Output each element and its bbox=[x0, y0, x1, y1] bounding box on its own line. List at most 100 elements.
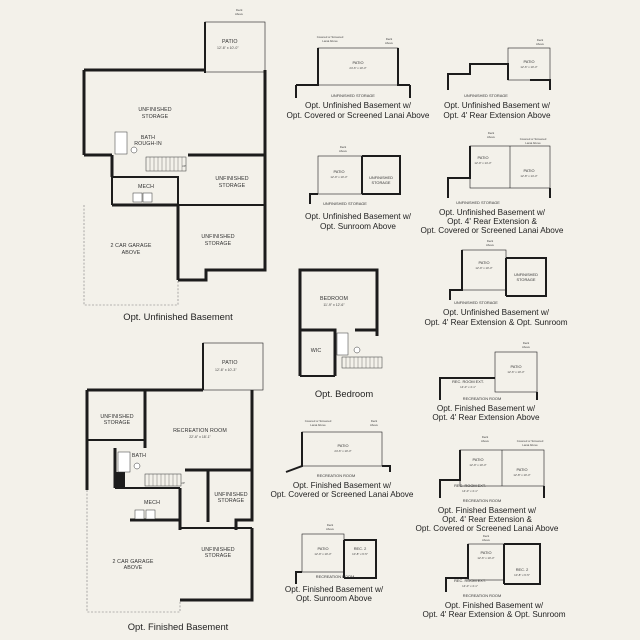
patio-dimensions: 24'-6" x 10'-3" bbox=[349, 66, 366, 70]
room-label: RECREATION ROOM bbox=[317, 473, 355, 478]
variant-unfinished-ext-lanai: PATIO 12'-9" x 14'-3" PATIO 12'-8" x 14'… bbox=[421, 131, 564, 235]
wall bbox=[397, 48, 410, 86]
room-label: RECREATION ROOM bbox=[316, 574, 354, 579]
storage-label: UNFINISHED bbox=[514, 272, 538, 277]
patio-dimensions: 12'-9" x 14'-3" bbox=[474, 161, 491, 165]
deck-note-2: Above bbox=[481, 439, 489, 443]
variant-caption: Opt. Unfinished Basement w/ bbox=[305, 212, 412, 221]
room-label: REC. ROOM EXT. bbox=[454, 483, 486, 488]
patio-dimensions: 12'-8" x 10'-3" bbox=[513, 473, 530, 477]
variant-caption: Opt. Unfinished Basement w/ bbox=[439, 208, 546, 217]
variant-caption: Opt. Covered or Screened Lanai Above bbox=[287, 111, 430, 120]
storage-label: UNFINISHED bbox=[369, 175, 393, 180]
variant-caption: Opt. Sunroom Above bbox=[320, 222, 396, 231]
variant-caption: Opt. Finished Basement w/ bbox=[293, 481, 392, 490]
wall bbox=[309, 193, 318, 204]
room-label: UNFINISHED STORAGE bbox=[454, 300, 498, 305]
storage-label: UNFINISHED bbox=[201, 547, 234, 553]
deck-note-2: Above bbox=[370, 423, 378, 427]
patio-outline bbox=[202, 342, 264, 391]
bath-label: BATH bbox=[132, 453, 146, 459]
storage-label: STORAGE bbox=[372, 180, 391, 185]
deck-note-2: Above bbox=[326, 527, 334, 531]
lanai-note: Covered or Screened bbox=[305, 419, 332, 423]
patio-dimensions: 12'-9" x 10'-3" bbox=[475, 266, 492, 270]
room-dimensions: 10'-8" x 6'-5" bbox=[352, 552, 368, 556]
storage-label: UNFINISHED bbox=[138, 107, 171, 113]
plan-caption: Opt. Finished Basement bbox=[128, 621, 229, 632]
variant-caption: Opt. Unfinished Basement w/ bbox=[443, 308, 550, 317]
tub-icon bbox=[114, 131, 128, 155]
bedroom-dimensions: 11'-9" x 12'-6" bbox=[323, 303, 345, 307]
patio-dimensions: 24'-6" x 10'-3" bbox=[334, 449, 351, 453]
patio-label: PATIO bbox=[333, 169, 344, 174]
deck-note: Deck bbox=[537, 38, 544, 42]
lanai-note-2: Lanai Above bbox=[525, 141, 541, 145]
room-dimensions: 14'-0" x 4'-1" bbox=[462, 584, 478, 588]
room-label: UNFINISHED STORAGE bbox=[323, 201, 367, 206]
sunroom-walls bbox=[504, 543, 541, 585]
furnace-icon bbox=[142, 192, 153, 203]
deck-note-2: Above bbox=[536, 42, 544, 46]
variant-caption: Opt. 4' Rear Extension & bbox=[447, 217, 537, 226]
room-dimensions: 14'-0" x 4'-1" bbox=[460, 385, 476, 389]
variant-finished-ext-sunroom: PATIO 12'-6" x 10'-3" REC. 2 10'-8" x 6'… bbox=[422, 534, 565, 619]
deck-note-2: Above bbox=[487, 135, 495, 139]
toilet-icon bbox=[130, 146, 138, 154]
storage-label: UNFINISHED bbox=[215, 176, 248, 182]
patio-dimensions: 12'-6" x 10'-3" bbox=[507, 370, 524, 374]
wall bbox=[530, 79, 551, 90]
bath-label: BATH bbox=[141, 135, 155, 141]
lanai-note-2: Lanai Above bbox=[310, 423, 326, 427]
wall bbox=[382, 465, 391, 472]
garage-label: 2 CAR GARAGE bbox=[113, 559, 154, 565]
room-label: RECREATION ROOM bbox=[463, 593, 501, 598]
deck-note: Deck bbox=[236, 8, 243, 12]
stair-up-label: UP bbox=[182, 164, 186, 168]
storage-label: UNFINISHED bbox=[201, 234, 234, 240]
toilet-icon bbox=[353, 346, 361, 354]
unfinished-basement-plan: PATIO 12'-6" x 10'-0" Deck Above UP UNFI… bbox=[82, 8, 267, 322]
patio-dimensions: 12'-8" x 14'-3" bbox=[520, 174, 537, 178]
finished-basement-plan: PATIO 12'-6" x 10'-3" UP UNFINISHED STOR… bbox=[85, 342, 264, 632]
lanai-note-2: Lanai Above bbox=[522, 443, 538, 447]
lanai-note: Covered or Screened bbox=[520, 137, 547, 141]
deck-note: Deck bbox=[340, 145, 347, 149]
deck-note-2: Above bbox=[522, 345, 530, 349]
variant-caption: Opt. Covered or Screened Lanai Above bbox=[271, 490, 414, 499]
room-dimensions: 14'-0" x 4'-1" bbox=[462, 489, 478, 493]
variant-finished-rear-ext: PATIO 12'-6" x 10'-3" REC. ROOM EXT. 14'… bbox=[432, 341, 540, 422]
variant-unfinished-lanai: PATIO 24'-6" x 10'-3" UNFINISHED STORAGE… bbox=[287, 35, 430, 120]
patio-dimensions: 12'-6" x 10'-3" bbox=[520, 65, 537, 69]
storage-label: STORAGE bbox=[104, 420, 131, 426]
deck-note: Deck bbox=[483, 534, 490, 538]
furnace-icon bbox=[145, 509, 156, 520]
room-label: RECREATION ROOM bbox=[463, 396, 501, 401]
garage-label: ABOVE bbox=[124, 565, 143, 571]
variant-caption: Opt. Covered or Screened Lanai Above bbox=[416, 524, 559, 533]
storage-label: STORAGE bbox=[219, 183, 246, 189]
partition bbox=[300, 328, 337, 376]
deck-note: Deck bbox=[482, 435, 489, 439]
garage-outline bbox=[86, 490, 181, 613]
patio-label: PATIO bbox=[477, 155, 488, 160]
variant-caption: Opt. Unfinished Basement w/ bbox=[444, 101, 551, 110]
variant-unfinished-ext-sunroom: PATIO 12'-9" x 10'-3" UNFINISHED STORAGE… bbox=[424, 239, 567, 327]
wall bbox=[296, 48, 319, 86]
sunroom-walls bbox=[344, 539, 377, 579]
right-wall bbox=[234, 390, 254, 530]
variant-finished-lanai: PATIO 24'-6" x 10'-3" RECREATION ROOM Co… bbox=[271, 419, 414, 499]
patio-outline bbox=[461, 249, 507, 291]
wall bbox=[439, 377, 495, 400]
variant-finished-ext-lanai: PATIO 12'-9" x 10'-3" PATIO 12'-8" x 10'… bbox=[416, 435, 559, 533]
patio-dimensions: 12'-6" x 10'-3" bbox=[477, 556, 494, 560]
deck-note-2: Above bbox=[482, 538, 490, 542]
storage-label: STORAGE bbox=[205, 241, 232, 247]
bedroom-plan: BEDROOM 11'-9" x 12'-6" WIC Opt. Bedroom bbox=[298, 268, 383, 399]
storage-label: STORAGE bbox=[205, 553, 232, 559]
wic-label: WIC bbox=[311, 348, 322, 354]
variant-caption: Opt. Covered or Screened Lanai Above bbox=[421, 226, 564, 235]
deck-note: Deck bbox=[487, 239, 494, 243]
deck-note-2: Above bbox=[235, 12, 243, 16]
